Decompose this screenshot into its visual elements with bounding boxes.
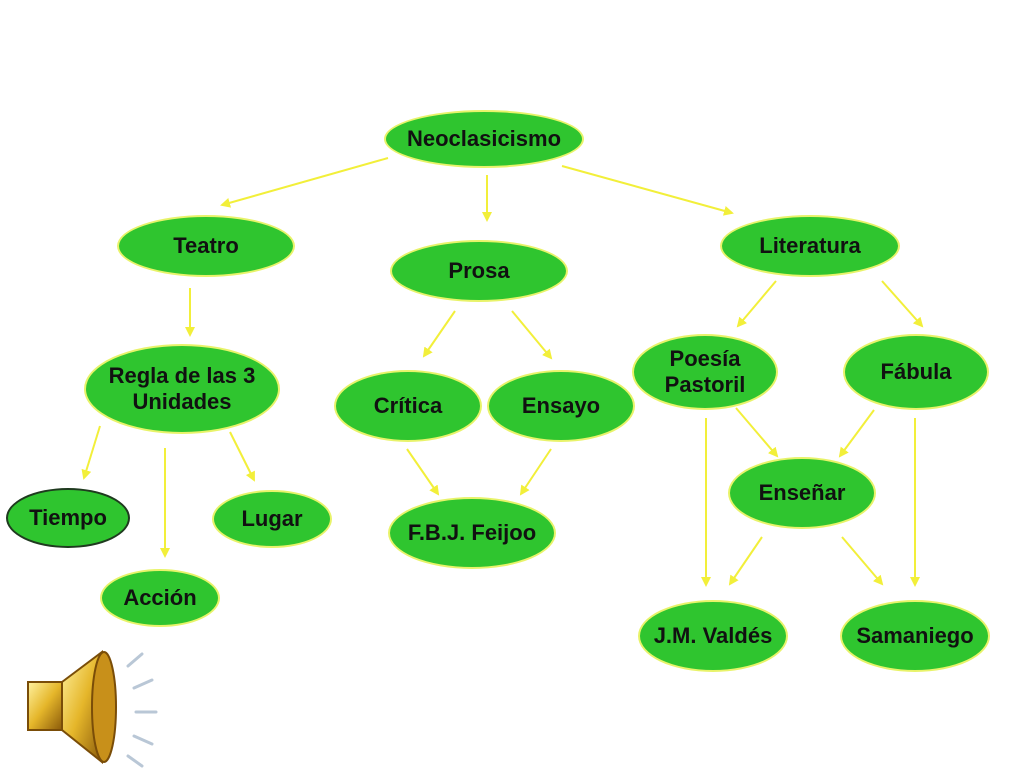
speaker-icon[interactable] xyxy=(0,640,180,768)
arrow-fabula-ensenar xyxy=(838,409,875,458)
node-poesia-pastoril: Poesía Pastoril xyxy=(632,334,778,410)
node-accion: Acción xyxy=(100,569,220,627)
arrow-literatura-fabula xyxy=(881,280,924,328)
node-lugar: Lugar xyxy=(212,490,332,548)
arrow-ensenar-valdes xyxy=(728,536,763,586)
arrow-regla-tiempo xyxy=(81,425,101,480)
arrow-critica-feijoo xyxy=(406,448,440,496)
arrow-ensenar-samaniego xyxy=(841,536,884,586)
arrow-neo-literatura xyxy=(561,165,734,216)
node-fabula: Fábula xyxy=(843,334,989,410)
arrow-neo-teatro xyxy=(220,157,389,208)
node-feijoo: F.B.J. Feijoo xyxy=(388,497,556,569)
node-critica: Crítica xyxy=(334,370,482,442)
arrow-prosa-critica xyxy=(422,310,456,358)
node-regla-de-las-3-unidades: Regla de las 3 Unidades xyxy=(84,344,280,434)
node-prosa: Prosa xyxy=(390,240,568,302)
node-ensenar: Enseñar xyxy=(728,457,876,529)
node-tiempo: Tiempo xyxy=(6,488,130,548)
arrow-ensayo-feijoo xyxy=(519,448,552,496)
node-ensayo: Ensayo xyxy=(487,370,635,442)
arrow-poesia-ensenar xyxy=(735,407,779,458)
node-jm-valdes: J.M. Valdés xyxy=(638,600,788,672)
arrow-literatura-poesia xyxy=(736,280,777,328)
node-samaniego: Samaniego xyxy=(840,600,990,672)
arrow-prosa-ensayo xyxy=(511,310,553,360)
node-neoclasicismo: Neoclasicismo xyxy=(384,110,584,168)
node-teatro: Teatro xyxy=(117,215,295,277)
node-literatura: Literatura xyxy=(720,215,900,277)
arrow-regla-lugar xyxy=(229,431,255,482)
